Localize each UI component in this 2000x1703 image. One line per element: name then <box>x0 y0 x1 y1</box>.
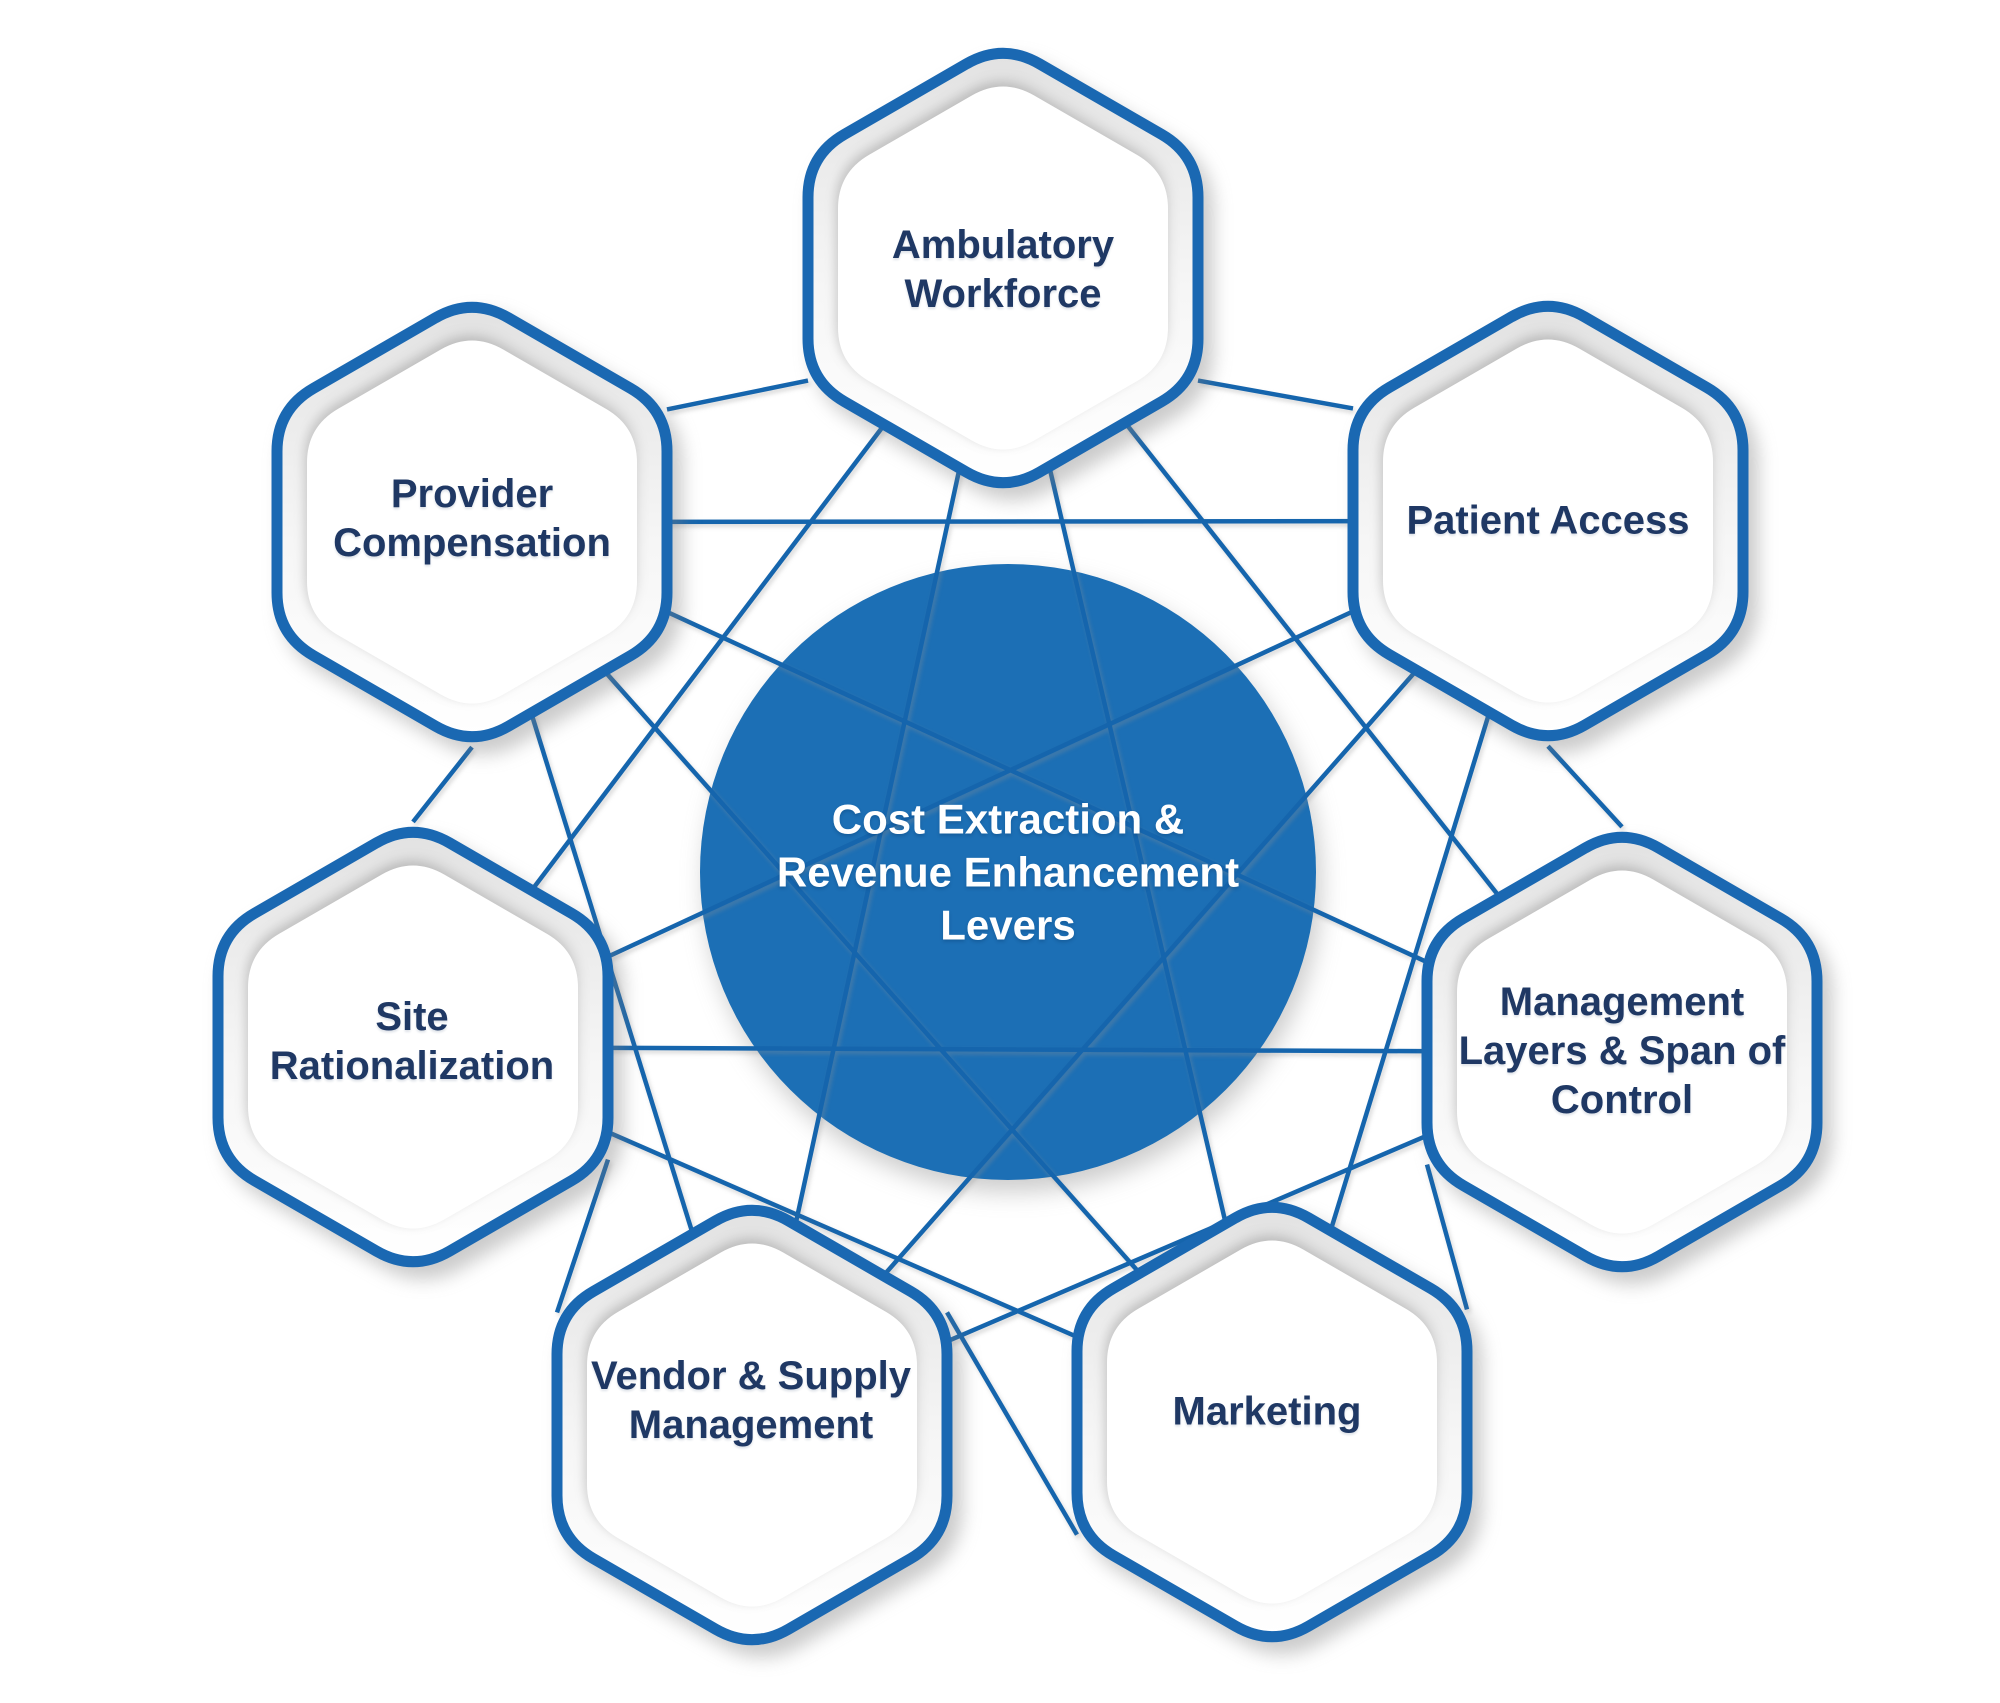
connector-line <box>554 1158 611 1314</box>
hexagon-management-layers-span-of-control <box>1421 831 1823 1273</box>
hexagon-face <box>838 86 1168 450</box>
connector-line <box>1424 1163 1470 1311</box>
hexagon-face <box>1107 1240 1437 1604</box>
hexagon-face <box>587 1243 917 1607</box>
hexagon-vendor-supply-management <box>551 1204 953 1646</box>
hexagon-provider-compensation <box>271 301 673 743</box>
hexagon-marketing <box>1071 1201 1473 1643</box>
center-circle <box>700 564 1316 1180</box>
hexagon-patient-access <box>1347 300 1749 742</box>
hexagon-site-rationalization <box>212 826 614 1268</box>
hexagon-face <box>307 340 637 704</box>
connector-line <box>411 745 474 824</box>
connector-line <box>945 1311 1079 1536</box>
connector-line <box>1197 378 1354 411</box>
hexagon-face <box>1383 339 1713 703</box>
connector-line <box>1546 744 1624 829</box>
hexagon-ambulatory-workforce <box>802 47 1204 489</box>
hexagon-face <box>248 865 578 1229</box>
connector-line <box>666 378 809 412</box>
hexagon-face <box>1457 870 1787 1234</box>
connector-line <box>412 1044 1623 1055</box>
